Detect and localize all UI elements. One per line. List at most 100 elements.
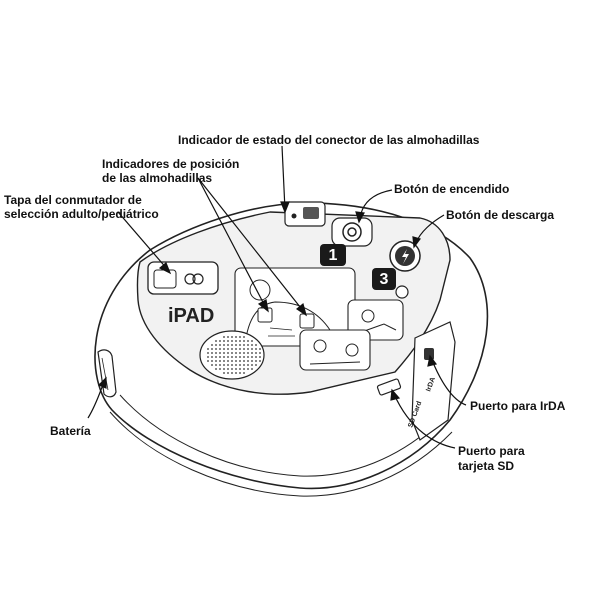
speaker-hole [215,340,217,342]
speaker-hole [211,352,213,354]
speaker-hole [215,356,217,358]
speaker-hole [239,360,241,362]
callout-shock-button: Botón de descarga [446,208,555,222]
speaker-hole [255,352,257,354]
speaker-hole [215,352,217,354]
speaker-hole [231,344,233,346]
speaker-hole [251,348,253,350]
step-1-number: 1 [329,247,338,264]
speaker-hole [219,356,221,358]
speaker-hole [255,360,257,362]
speaker-hole [243,344,245,346]
speaker-hole [223,356,225,358]
power-button[interactable] [331,217,373,247]
speaker-hole [247,364,249,366]
cpr-compression-icon [299,329,371,371]
power-icon [347,227,357,237]
speaker-hole [259,352,261,354]
speaker-hole [227,344,229,346]
speaker-hole [247,352,249,354]
speaker-hole [211,356,213,358]
speaker-hole [235,372,237,374]
speaker-hole [227,368,229,370]
speaker-hole [259,348,261,350]
speaker-hole [235,336,237,338]
speaker-hole [251,364,253,366]
speaker-hole [243,368,245,370]
adult-pediatric-switch-cover[interactable] [147,261,219,295]
speaker-hole [239,340,241,342]
speaker-hole [243,336,245,338]
speaker-hole [243,372,245,374]
speaker-hole [251,344,253,346]
speaker-hole [219,352,221,354]
shock-button[interactable] [389,240,421,272]
side-port-panel: SD Card IrDA [376,321,456,441]
speaker-hole [239,364,241,366]
callout-pad-position-line1: Indicadores de posición [102,157,240,171]
speaker-hole [211,360,213,362]
speaker-hole [227,348,229,350]
speaker-hole [219,340,221,342]
speaker-hole [219,344,221,346]
speaker-hole [231,372,233,374]
speaker-hole [207,348,209,350]
callout-sd-port-line1: Puerto para [458,444,525,458]
speaker-hole [231,336,233,338]
device-base-edge [109,411,453,497]
speaker-hole [239,352,241,354]
speaker-hole [231,368,233,370]
pad-position-figure [234,267,356,347]
speaker-hole [231,360,233,362]
speaker-hole [235,352,237,354]
speaker-hole [215,360,217,362]
speaker-hole [235,344,237,346]
speaker-hole [251,368,253,370]
speaker-hole [223,344,225,346]
speaker-hole [207,360,209,362]
callout-irda-port: Puerto para IrDA [470,399,566,413]
speaker-hole [239,372,241,374]
speaker-hole [235,356,237,358]
callout-pad-connector-status: Indicador de estado del conector de las … [178,133,480,147]
battery-compartment[interactable] [97,349,117,398]
speaker-hole [223,336,225,338]
speaker-hole [259,356,261,358]
speaker-hole [239,336,241,338]
lightning-icon [402,249,409,264]
speaker-hole [223,360,225,362]
speaker-hole [251,360,253,362]
shock-indicator [395,285,409,299]
speaker-hole [231,364,233,366]
callout-adult-pediatric-line1: Tapa del conmutador de [4,193,142,207]
callout-leaders [87,145,467,449]
speaker-hole [243,356,245,358]
step-3-number: 3 [380,271,389,288]
speaker-hole [223,340,225,342]
speaker-hole [247,340,249,342]
speaker-hole [207,356,209,358]
speaker-hole [251,340,253,342]
speaker-hole [247,344,249,346]
speaker-hole [227,364,229,366]
speaker-hole [235,340,237,342]
speaker-hole [239,344,241,346]
speaker-hole [259,360,261,362]
speaker-hole [243,352,245,354]
speaker-hole [243,364,245,366]
speaker-hole [227,340,229,342]
pad-indicator-right [299,313,315,329]
speaker-hole [255,344,257,346]
speaker-hole [235,348,237,350]
speaker-hole [231,340,233,342]
speaker-hole [235,364,237,366]
speaker-hole [255,348,257,350]
speaker-hole [211,348,213,350]
speaker-hole [219,368,221,370]
speaker-hole [247,356,249,358]
speaker-hole [255,356,257,358]
speaker-hole [227,336,229,338]
speaker-hole [247,348,249,350]
pad-indicator-left [257,307,273,323]
sd-card-slot[interactable] [376,378,402,396]
